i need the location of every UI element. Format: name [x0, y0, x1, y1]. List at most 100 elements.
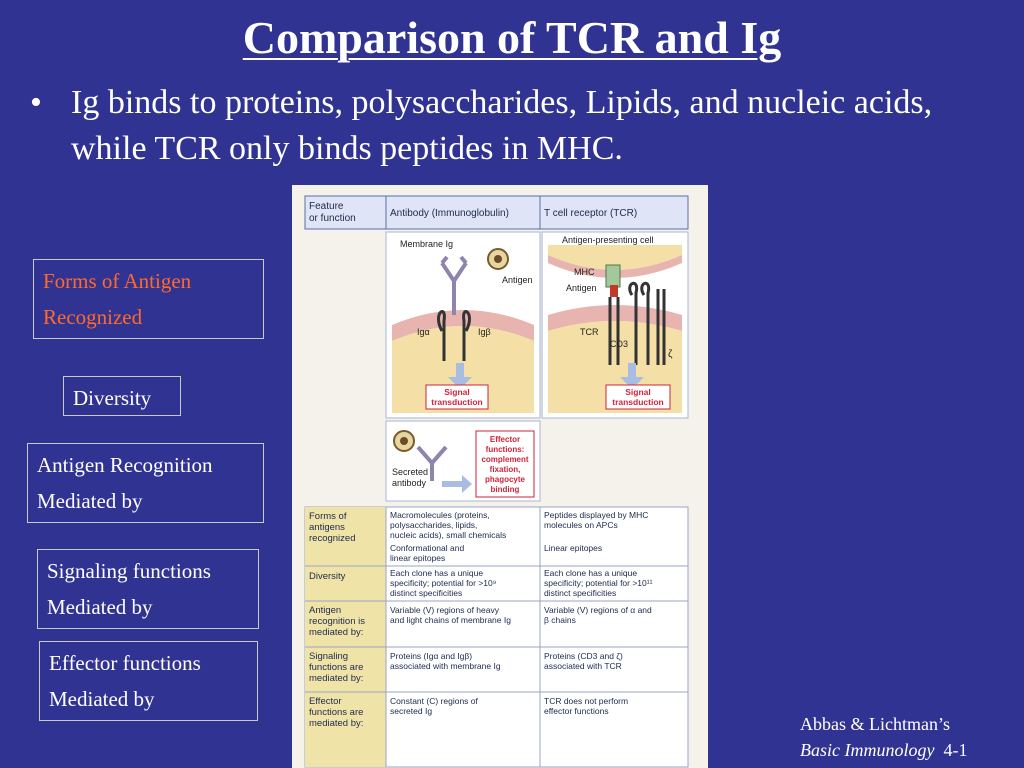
- signal-text: Signal: [444, 387, 470, 397]
- membrane-ig-icon: [440, 255, 468, 315]
- label-diversity: Diversity: [63, 376, 181, 416]
- header-antibody: Antibody (Immunoglobulin): [390, 208, 509, 219]
- credit-figure-number: 4-1: [943, 740, 968, 760]
- label-line: Antigen Recognition: [37, 453, 213, 477]
- ig-cell-line: Constant (C) regions of: [390, 696, 479, 706]
- effector-arrow-icon: [442, 475, 472, 493]
- header-feature-line: or function: [309, 213, 356, 224]
- ig-alpha-beta-icon: [437, 310, 471, 361]
- feature-column: [305, 507, 386, 767]
- tcr-cell-line: Linear epitopes: [544, 543, 602, 553]
- label-mhc: MHC: [574, 267, 595, 277]
- label-line: Mediated by: [47, 595, 153, 619]
- label-cd3: CD3: [610, 339, 628, 349]
- signal-box-right: [605, 384, 671, 410]
- label-forms-of-antigen: Forms of Antigen Recognized: [33, 259, 264, 339]
- ig-cell-line: nucleic acids), small chemicals: [390, 530, 506, 540]
- label-zeta: ζ: [668, 349, 673, 360]
- label-line: Recognized: [43, 305, 143, 329]
- tcr-cell-line: Peptides displayed by MHC: [544, 510, 648, 520]
- label-membrane-ig: Membrane Ig: [400, 239, 453, 249]
- label-line: Forms of Antigen: [43, 269, 192, 293]
- effector-text: phagocyte: [485, 475, 526, 484]
- label-tcr: TCR: [580, 327, 599, 337]
- effector-box: [475, 430, 535, 498]
- ig-cell-line: Each clone has a unique: [390, 568, 483, 578]
- header-tcr: T cell receptor (TCR): [544, 208, 637, 219]
- feature-line: Antigen: [309, 605, 341, 616]
- credit-book-line: Basic Immunology 4-1: [800, 737, 1015, 763]
- tcr-cell-line: specificity; potential for >10¹¹: [544, 578, 653, 588]
- label-effector-functions: Effector functions Mediated by: [39, 641, 258, 721]
- tcr-cell-line: distinct specificities: [544, 588, 616, 598]
- bullet-point: • Ig binds to proteins, polysaccharides,…: [30, 80, 1000, 172]
- ig-cell-line: Conformational and: [390, 543, 464, 553]
- comparison-figure: Feature or function Antibody (Immunoglob…: [292, 185, 708, 768]
- label-ig-beta: Igβ: [478, 327, 491, 337]
- tcr-cell-line: molecules on APCs: [544, 520, 618, 530]
- feature-line: functions are: [309, 707, 363, 718]
- figure-svg: Feature or function Antibody (Immunoglob…: [304, 195, 689, 768]
- tcr-cell-line: Variable (V) regions of α and: [544, 605, 652, 615]
- credit-book: Basic Immunology: [800, 740, 935, 760]
- label-antigen: Antigen: [502, 275, 533, 285]
- feature-line: antigens: [309, 522, 345, 533]
- feature-line: Forms of: [309, 511, 347, 522]
- apc-membrane: [548, 255, 682, 278]
- header-feature-line: Feature: [309, 201, 344, 212]
- effector-text: functions:: [486, 445, 525, 454]
- ig-cell-line: specificity; potential for >10⁹: [390, 578, 497, 588]
- signal-text: Signal: [625, 387, 651, 397]
- feature-line: mediated by:: [309, 718, 363, 729]
- tcr-cell-line: Proteins (CD3 and ζ): [544, 651, 623, 661]
- feature-line: Diversity: [309, 571, 346, 582]
- slide-title: Comparison of TCR and Ig: [242, 12, 782, 63]
- label-antibody: antibody: [392, 478, 427, 488]
- label-line: Mediated by: [49, 687, 155, 711]
- tcr-cell-line: TCR does not perform: [544, 696, 628, 706]
- label-ig-alpha: Igα: [417, 327, 430, 337]
- tcr-cell-line: associated with TCR: [544, 661, 622, 671]
- ig-cell-line: associated with membrane Ig: [390, 661, 501, 671]
- label-antigen-recognition: Antigen Recognition Mediated by: [27, 443, 264, 523]
- label-line: Effector functions: [49, 651, 201, 675]
- label-antigen-right: Antigen: [566, 283, 597, 293]
- label-secreted: Secreted: [392, 467, 428, 477]
- bullet-text: Ig binds to proteins, polysaccharides, L…: [71, 84, 933, 167]
- label-signaling-functions: Signaling functions Mediated by: [37, 549, 259, 629]
- bullet-marker: •: [30, 84, 42, 121]
- antigen-virus-icon: [487, 248, 509, 270]
- antigen-peptide-icon: [610, 285, 618, 297]
- ig-cell-line: linear epitopes: [390, 553, 445, 563]
- signal-arrow-icon: [620, 363, 644, 389]
- ig-cell-line: secreted Ig: [390, 706, 432, 716]
- effector-text: fixation,: [490, 465, 521, 474]
- signal-text: transduction: [612, 397, 663, 407]
- ig-cell-line: Macromolecules (proteins,: [390, 510, 490, 520]
- signal-box-left: [425, 384, 489, 410]
- mhc-icon: [605, 264, 621, 288]
- tcr-cell-line: effector functions: [544, 706, 609, 716]
- effector-text: binding: [491, 485, 520, 494]
- feature-line: recognition is: [309, 616, 365, 627]
- label-line: Signaling functions: [47, 559, 211, 583]
- feature-line: recognized: [309, 533, 355, 544]
- apc-cell: [548, 245, 682, 270]
- feature-line: mediated by:: [309, 673, 363, 684]
- feature-line: Signaling: [309, 651, 348, 662]
- source-credit: Abbas & Lichtman’s Basic Immunology 4-1: [800, 711, 1015, 763]
- secreted-antibody-icon: [416, 445, 448, 481]
- tcr-cell-line: Each clone has a unique: [544, 568, 637, 578]
- effector-text: complement: [481, 455, 528, 464]
- effector-text: Effector: [490, 435, 520, 444]
- header-row: [304, 195, 689, 230]
- ig-cell-line: Proteins (Igα and Igβ): [390, 651, 472, 661]
- signal-arrow-icon: [448, 363, 472, 389]
- label-line: Diversity: [73, 386, 152, 410]
- ig-cell-line: polysaccharides, lipids,: [390, 520, 477, 530]
- tcr-cd3-icon: [608, 281, 666, 365]
- ig-cell-line: Variable (V) regions of heavy: [390, 605, 500, 615]
- feature-line: Effector: [309, 696, 342, 707]
- label-apc: Antigen-presenting cell: [562, 235, 654, 245]
- feature-line: mediated by:: [309, 627, 363, 638]
